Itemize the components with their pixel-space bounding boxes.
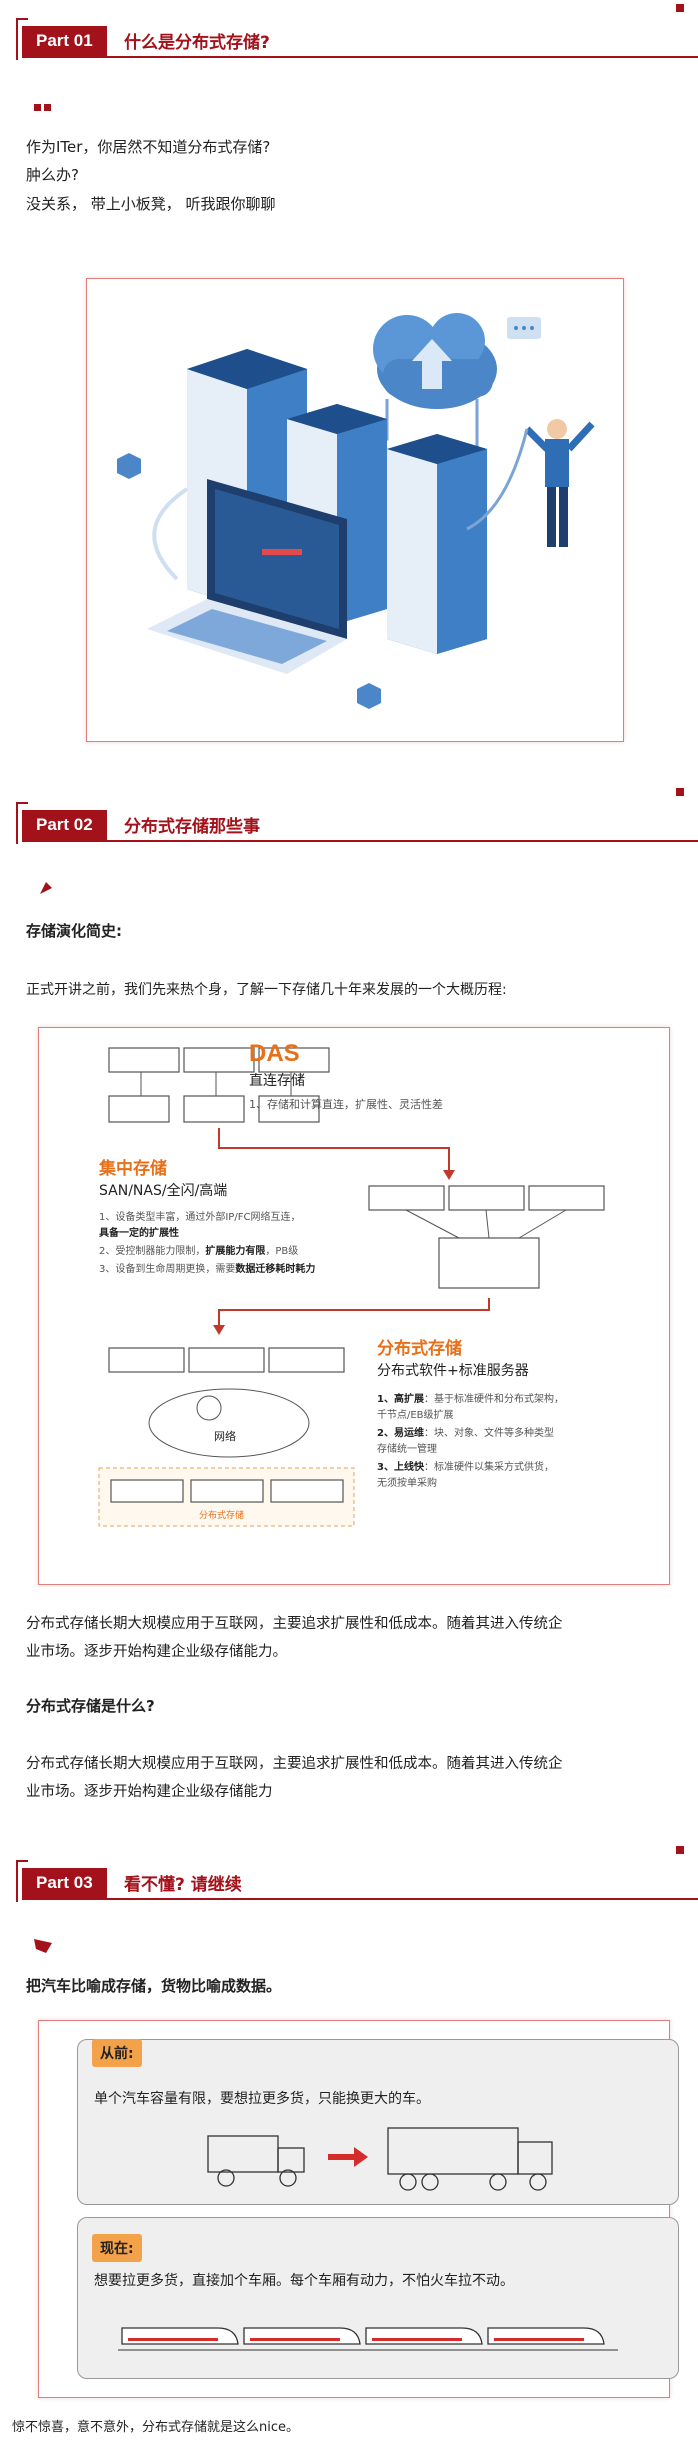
distributed-item: 存储统一管理 bbox=[377, 1444, 437, 1455]
server-illustration bbox=[117, 313, 595, 709]
before-text: 单个汽车容量有限，要想拉更多货，只能换更大的车。 bbox=[94, 2091, 430, 2107]
central-title: 集中存储 bbox=[99, 1159, 167, 1179]
flag-icon bbox=[34, 1938, 52, 1953]
server-icon bbox=[368, 1185, 445, 1211]
now-panel: 现在: 想要拉更多货，直接加个车厢。每个车厢有动力，不怕火车拉不动。 bbox=[77, 2217, 679, 2379]
paragraph-line: 业市场。逐步开始构建企业级存储能力。 bbox=[26, 1644, 287, 1660]
disk-icon bbox=[183, 1095, 245, 1123]
server-icon bbox=[448, 1185, 525, 1211]
central-item: 2、受控制器能力限制，扩展能力有限，PB级 bbox=[99, 1246, 299, 1257]
cloud-icon bbox=[373, 313, 497, 409]
server-icon bbox=[183, 1047, 255, 1073]
cluster-label: 分布式存储 bbox=[199, 1511, 245, 1521]
arrow-right-icon bbox=[328, 2147, 368, 2167]
distributed-item: 无须按单采购 bbox=[377, 1478, 437, 1489]
vehicles-graphic bbox=[207, 2127, 553, 2191]
disk-icon bbox=[108, 1095, 170, 1123]
header-bracket bbox=[16, 1860, 28, 1902]
laptop-icon bbox=[147, 479, 347, 674]
part-01-header: Part 01 什么是分布式存储? bbox=[16, 4, 698, 64]
intro-line: 作为ITer，你居然不知道分布式存储? bbox=[26, 138, 271, 156]
now-tag: 现在: bbox=[92, 2234, 142, 2262]
part-02-header: Part 02 分布式存储那些事 bbox=[16, 788, 698, 848]
part-03-header: Part 03 看不懂? 请继续 bbox=[16, 1846, 698, 1906]
central-item: 1、设备类型丰富，通过外部IP/FC网络互连， bbox=[99, 1212, 301, 1223]
section-heading: 分布式存储是什么? bbox=[26, 1697, 155, 1715]
part-title: 分布式存储那些事 bbox=[124, 817, 260, 837]
distributed-title: 分布式存储 bbox=[377, 1339, 462, 1359]
corner-marker bbox=[676, 788, 684, 796]
server-icon bbox=[190, 1479, 264, 1503]
before-panel: 从前: 单个汽车容量有限，要想拉更多货，只能换更大的车。 bbox=[77, 2039, 679, 2205]
distributed-subtitle: 分布式软件+标准服务器 bbox=[377, 1363, 529, 1379]
distributed-item: 3、上线快：标准硬件以集采方式供货， bbox=[377, 1462, 554, 1473]
train-car-icon bbox=[243, 2327, 361, 2345]
storage-array-icon bbox=[438, 1237, 540, 1289]
distributed-item: 千节点/EB级扩展 bbox=[377, 1410, 454, 1421]
server-rack-icon bbox=[387, 434, 487, 654]
closing-text: 惊不惊喜，意不意外，分布式存储就是这么nice。 bbox=[12, 2420, 299, 2435]
distributed-item: 1、高扩展：基于标准硬件和分布式架构， bbox=[377, 1394, 564, 1405]
paragraph-line: 业市场。逐步开始构建企业级存储能力 bbox=[26, 1784, 273, 1800]
train-car-icon bbox=[487, 2327, 605, 2345]
cube-icon bbox=[357, 683, 381, 709]
train-graphic bbox=[118, 2327, 618, 2351]
cube-icon bbox=[117, 453, 141, 479]
network-label: 网络 bbox=[214, 1430, 236, 1443]
server-icon bbox=[110, 1479, 184, 1503]
server-illustration-frame bbox=[86, 278, 624, 742]
small-truck-icon bbox=[207, 2135, 305, 2187]
server-icon bbox=[268, 1347, 345, 1373]
disk-icon bbox=[258, 1095, 320, 1123]
analogy-text: 把汽车比喻成存储，货物比喻成数据。 bbox=[26, 1977, 282, 1995]
now-text: 想要拉更多货，直接加个车厢。每个车厢有动力，不怕火车拉不动。 bbox=[94, 2273, 514, 2289]
part-title: 什么是分布式存储? bbox=[124, 33, 270, 53]
part-title: 看不懂? 请继续 bbox=[124, 1875, 242, 1895]
server-icon bbox=[258, 1047, 330, 1073]
train-car-icon bbox=[121, 2327, 239, 2345]
corner-marker bbox=[676, 4, 684, 12]
part-badge: Part 02 bbox=[22, 810, 107, 840]
paragraph-line: 分布式存储长期大规模应用于互联网，主要追求扩展性和低成本。随着其进入传统企 bbox=[26, 1616, 563, 1632]
before-tag: 从前: bbox=[92, 2039, 142, 2067]
part-badge: Part 01 bbox=[22, 26, 107, 56]
server-icon bbox=[528, 1185, 605, 1211]
server-icon bbox=[188, 1347, 265, 1373]
header-bracket bbox=[16, 802, 28, 844]
intro-line: 没关系， 带上小板凳， 听我跟你聊聊 bbox=[26, 195, 276, 213]
train-car-icon bbox=[365, 2327, 483, 2345]
diagram-graphics bbox=[98, 1047, 605, 1527]
bullet-square bbox=[44, 104, 51, 111]
server-icon bbox=[270, 1479, 344, 1503]
distributed-item: 2、易运维：块、对象、文件等多种类型 bbox=[377, 1428, 554, 1439]
corner-marker bbox=[676, 1846, 684, 1854]
bullet-square bbox=[34, 104, 41, 111]
intro-line: 肿么办? bbox=[26, 166, 79, 184]
paragraph-line: 分布式存储长期大规模应用于互联网，主要追求扩展性和低成本。随着其进入传统企 bbox=[26, 1756, 563, 1772]
analogy-frame: 从前: 单个汽车容量有限，要想拉更多货，只能换更大的车。 现在: 想要拉更多货，… bbox=[38, 2020, 679, 2398]
big-truck-icon bbox=[387, 2127, 553, 2191]
network-cloud-icon bbox=[148, 1388, 310, 1458]
das-desc: 1、存储和计算直连，扩展性、灵活性差 bbox=[249, 1098, 443, 1111]
header-bracket bbox=[16, 18, 28, 60]
storage-evolution-diagram: DAS 直连存储 1、存储和计算直连，扩展性、灵活性差 集中存储 SAN/NAS… bbox=[38, 1027, 670, 1585]
server-icon bbox=[108, 1347, 185, 1373]
header-rule bbox=[22, 56, 698, 58]
technician-icon bbox=[524, 419, 595, 547]
das-subtitle: 直连存储 bbox=[249, 1073, 305, 1089]
section-heading: 存储演化简史: bbox=[26, 922, 122, 940]
central-item: 3、设备到生命周期更换，需要数据迁移耗时耗力 bbox=[99, 1264, 316, 1275]
header-rule bbox=[22, 1898, 698, 1900]
das-title: DAS bbox=[249, 1040, 300, 1067]
history-intro: 正式开讲之前，我们先来热个身，了解一下存储几十年来发展的一个大概历程: bbox=[26, 982, 507, 998]
header-rule bbox=[22, 840, 698, 842]
central-item: 具备一定的扩展性 bbox=[99, 1228, 179, 1239]
pin-icon bbox=[38, 880, 54, 896]
server-icon bbox=[108, 1047, 180, 1073]
part-badge: Part 03 bbox=[22, 1868, 107, 1898]
central-subtitle: SAN/NAS/全闪/高端 bbox=[99, 1183, 228, 1199]
